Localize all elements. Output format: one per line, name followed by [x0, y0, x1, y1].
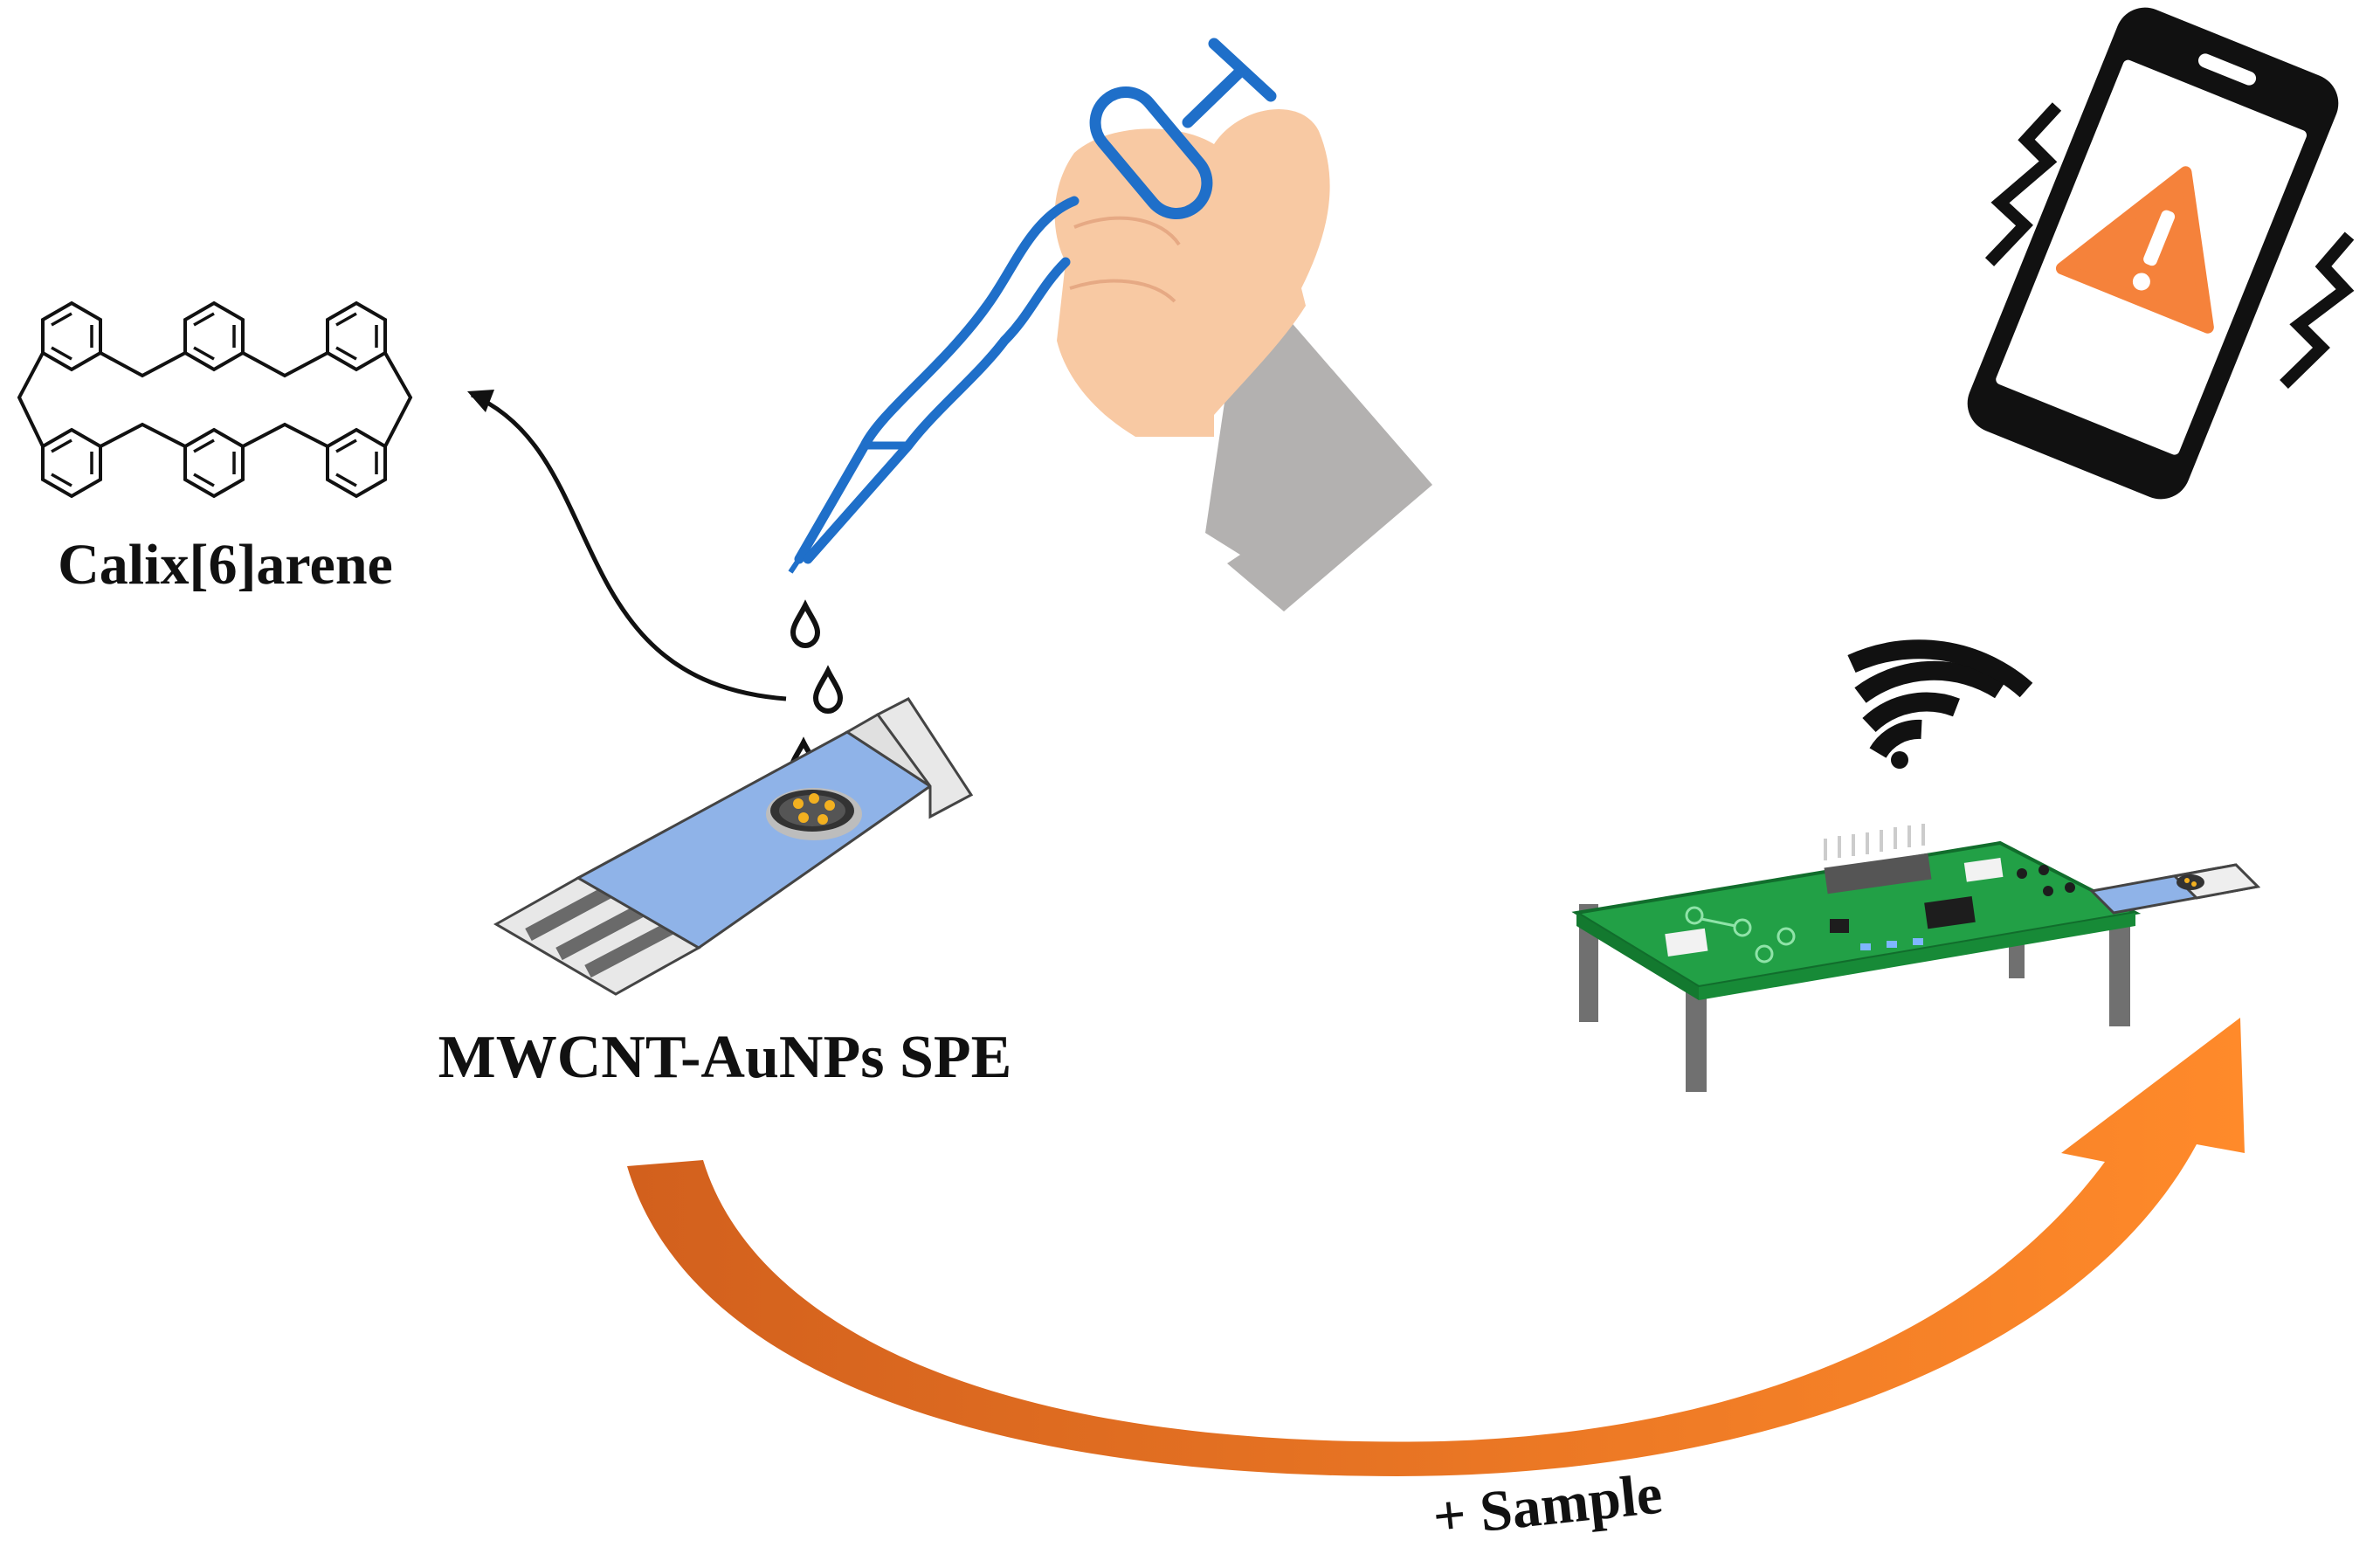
screen-printed-electrode-icon — [493, 697, 974, 996]
binding-arrow — [471, 392, 787, 701]
pipette-icon — [788, 38, 1277, 574]
smartphone-alert-icon — [1967, 7, 2355, 500]
wifi-signal-icon — [1847, 639, 2033, 769]
electrode-label: MWCNT-AuNPs SPE — [438, 1024, 1012, 1091]
warning-triangle-icon — [2055, 166, 2214, 334]
vibration-left — [1984, 102, 2062, 266]
binding-arrowhead — [467, 390, 494, 412]
vibration-right — [2280, 231, 2355, 390]
calixarene-structure — [17, 301, 413, 498]
molecule-label: Calix[6]arene — [58, 533, 393, 597]
sample-label: + Sample — [1430, 1461, 1665, 1549]
hand-icon — [1054, 108, 1432, 611]
potentiostat-board-icon — [1571, 824, 2261, 1092]
process-arrow — [627, 1018, 2245, 1476]
